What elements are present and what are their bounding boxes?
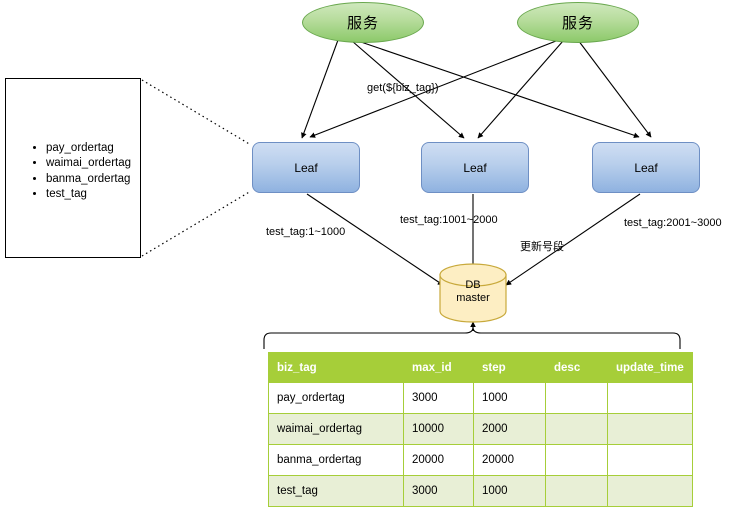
- edge-label-range-2: test_tag:1001~2000: [400, 214, 498, 226]
- cell-step: 1000: [473, 382, 546, 414]
- list-item: test_tag: [46, 187, 131, 202]
- cell-desc: [545, 444, 608, 476]
- cell-step: 20000: [473, 444, 546, 476]
- column-header-update-time: update_time: [607, 352, 693, 383]
- callout-leader-lines: [141, 79, 252, 257]
- service-node-2: 服务: [517, 2, 639, 43]
- cell-update-time: [607, 475, 693, 507]
- table-row: banma_ordertag 20000 20000: [268, 444, 693, 476]
- column-header-step: step: [473, 352, 546, 383]
- list-item: banma_ordertag: [46, 172, 131, 187]
- leaf-node-label: Leaf: [463, 160, 487, 175]
- table-row: test_tag 3000 1000: [268, 475, 693, 507]
- table-body: pay_ordertag 3000 1000 waimai_ordertag 1…: [268, 382, 693, 507]
- service-node-label: 服务: [561, 15, 594, 32]
- cell-max-id: 3000: [403, 382, 474, 414]
- service-to-leaf-arrows: [301, 39, 652, 139]
- biz-tag-list: pay_ordertag waimai_ordertag banma_order…: [24, 141, 131, 203]
- leaf-node-1: Leaf: [252, 142, 360, 193]
- cell-update-time: [607, 382, 693, 414]
- leaf-node-label: Leaf: [634, 160, 658, 175]
- leaf-node-3: Leaf: [592, 142, 700, 193]
- cell-biz-tag: waimai_ordertag: [268, 413, 404, 445]
- cell-desc: [545, 382, 608, 414]
- column-header-biz-tag: biz_tag: [268, 352, 404, 383]
- table-row: pay_ordertag 3000 1000: [268, 382, 693, 414]
- cell-desc: [545, 475, 608, 507]
- db-label-line-1: DB: [465, 279, 481, 291]
- list-item: pay_ordertag: [46, 141, 131, 156]
- cell-update-time: [607, 444, 693, 476]
- edge-label-get-call: get(${biz_tag}): [367, 82, 439, 94]
- list-item: waimai_ordertag: [46, 156, 131, 171]
- cell-desc: [545, 413, 608, 445]
- table-header: biz_tag max_id step desc update_time: [268, 352, 693, 383]
- table-header-row: biz_tag max_id step desc update_time: [268, 352, 693, 383]
- column-header-desc: desc: [545, 352, 608, 383]
- db-to-table-bracket: [263, 321, 681, 349]
- db-master-node: DB master: [440, 265, 506, 321]
- cell-step: 1000: [473, 475, 546, 507]
- leaf-node-2: Leaf: [421, 142, 529, 193]
- cell-biz-tag: pay_ordertag: [268, 382, 404, 414]
- cell-step: 2000: [473, 413, 546, 445]
- cell-update-time: [607, 413, 693, 445]
- edge-label-range-3: test_tag:2001~3000: [624, 217, 722, 229]
- table-row: waimai_ordertag 10000 2000: [268, 413, 693, 445]
- leaf-alloc-table: biz_tag max_id step desc update_time pay…: [268, 352, 693, 507]
- cell-biz-tag: test_tag: [268, 475, 404, 507]
- column-header-max-id: max_id: [403, 352, 474, 383]
- edge-label-update-segment: 更新号段: [520, 241, 564, 253]
- edge-label-range-1: test_tag:1~1000: [266, 226, 346, 238]
- service-node-1: 服务: [302, 2, 424, 43]
- cell-max-id: 20000: [403, 444, 474, 476]
- service-node-label: 服务: [346, 15, 379, 32]
- cell-max-id: 10000: [403, 413, 474, 445]
- cell-max-id: 3000: [403, 475, 474, 507]
- db-master-label: DB master: [440, 279, 506, 305]
- biz-tag-list-panel: pay_ordertag waimai_ordertag banma_order…: [5, 78, 141, 258]
- cell-biz-tag: banma_ordertag: [268, 444, 404, 476]
- db-label-line-2: master: [456, 292, 490, 304]
- leaf-node-label: Leaf: [294, 160, 318, 175]
